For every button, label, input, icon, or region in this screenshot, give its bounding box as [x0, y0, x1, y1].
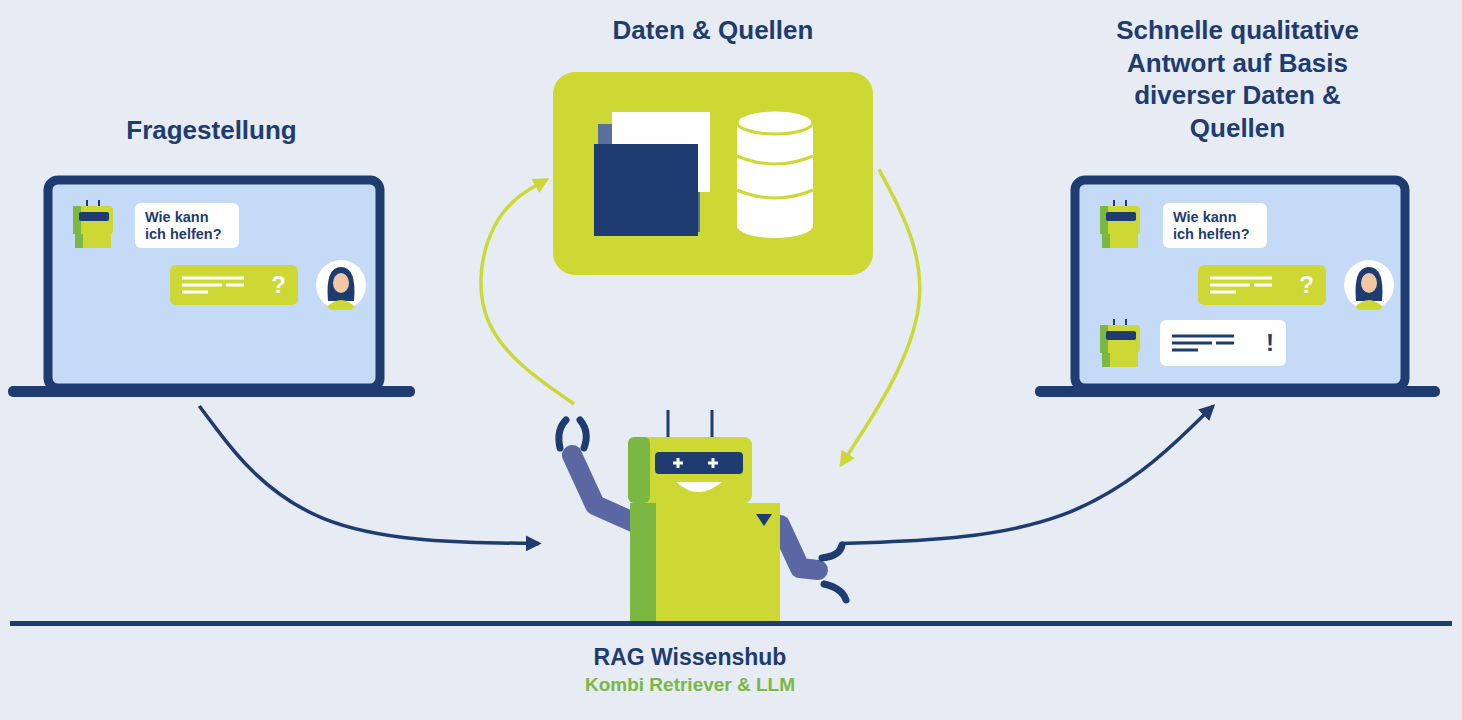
placeholder-line	[1172, 335, 1234, 338]
laptop-screen: FragestellungWie kann ich helfen??	[8, 172, 415, 400]
user-avatar	[1344, 260, 1394, 310]
user-avatar	[316, 260, 366, 310]
placeholder-line	[1172, 342, 1212, 345]
data-source-box: Daten & Quellen	[553, 72, 873, 275]
bubble-text: !	[1266, 331, 1274, 355]
answer-bubble: !	[1160, 320, 1286, 366]
laptop-right	[1035, 180, 1440, 397]
bot-avatar	[1100, 319, 1140, 367]
retrieve-flow	[481, 180, 574, 404]
placeholder-lines	[1210, 275, 1272, 295]
answer-flow	[841, 406, 1213, 544]
question-bubble: ?	[170, 265, 298, 305]
placeholder-line	[1172, 349, 1198, 352]
placeholder-line	[1210, 284, 1250, 287]
laptop-left	[8, 180, 415, 397]
rag-robot: RAG WissenshubKombi Retriever & LLM	[545, 410, 835, 622]
placeholder-line	[1210, 277, 1272, 280]
bot-avatar	[1100, 200, 1140, 248]
placeholder-line	[1254, 284, 1272, 287]
context-flow	[841, 169, 920, 465]
placeholder-line	[1210, 291, 1236, 294]
hub-label: RAG Wissenshub	[594, 644, 787, 671]
chat-bubble: Wie kann ich helfen?	[135, 203, 239, 248]
bot-avatar	[73, 200, 113, 248]
placeholder-line	[1216, 342, 1234, 345]
question-flow	[199, 406, 539, 544]
heading: Daten & Quellen	[513, 14, 913, 47]
data-box	[553, 72, 873, 275]
heading: Schnelle qualitative Antwort auf Basis d…	[1085, 14, 1390, 144]
question-bubble: ?	[1198, 265, 1326, 305]
chat-bubble: Wie kann ich helfen?	[1163, 203, 1267, 248]
database-icon	[737, 110, 813, 238]
placeholder-lines	[182, 275, 244, 295]
placeholder-line	[226, 284, 244, 287]
heading: Fragestellung	[12, 114, 412, 147]
placeholder-line	[182, 277, 244, 280]
placeholder-line	[182, 291, 208, 294]
bubble-text: Wie kann ich helfen?	[1173, 209, 1257, 242]
robot-illustration	[559, 410, 846, 622]
laptop-screen: Schnelle qualitative Antwort auf Basis d…	[1035, 172, 1440, 400]
placeholder-lines	[1172, 333, 1234, 353]
bubble-text: ?	[271, 273, 286, 297]
hub-label: Kombi Retriever & LLM	[585, 674, 795, 696]
bubble-text: ?	[1299, 273, 1314, 297]
base-line	[10, 621, 1452, 626]
bubble-text: Wie kann ich helfen?	[145, 209, 229, 242]
placeholder-line	[182, 284, 222, 287]
